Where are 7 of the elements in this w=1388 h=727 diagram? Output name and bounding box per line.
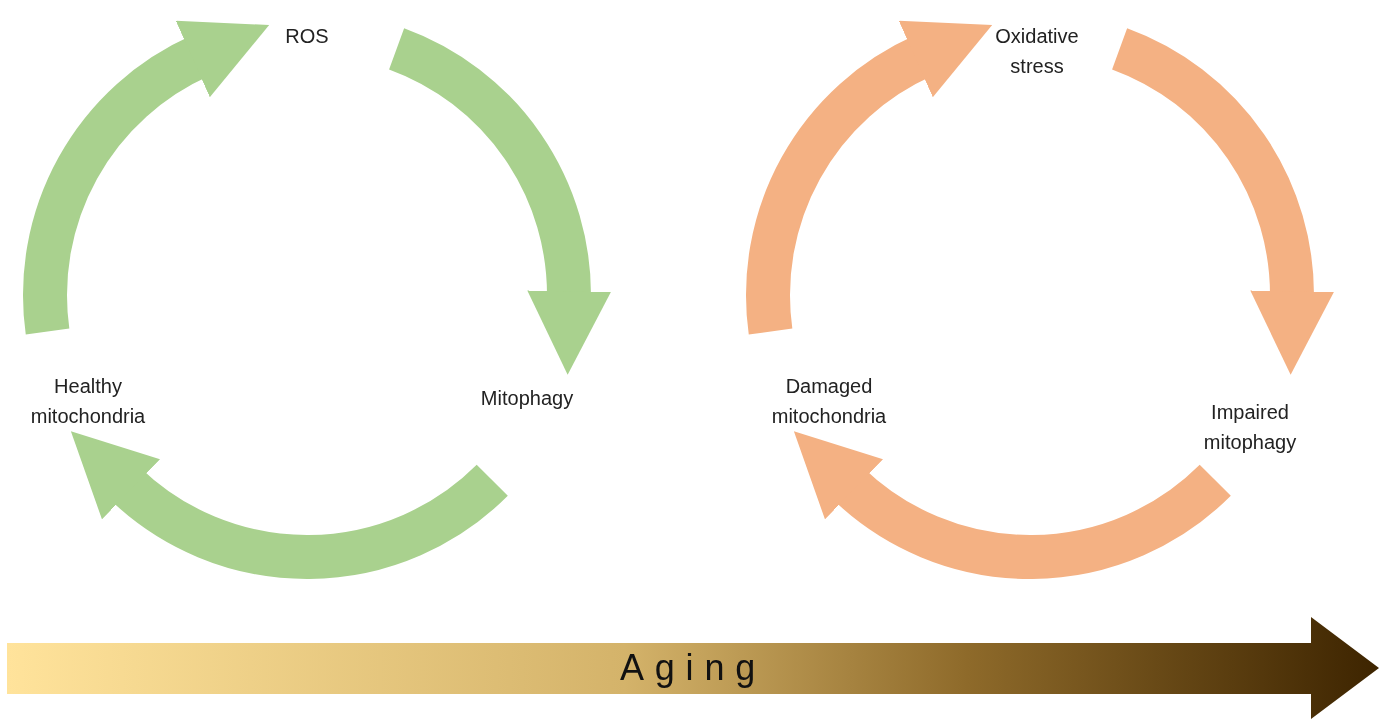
node-label: Damaged mitochondria — [770, 374, 888, 429]
node-label: Mitophagy — [479, 386, 575, 411]
node-label: ROS — [284, 24, 330, 49]
arrow-label: Aging — [619, 646, 767, 690]
node-label: Impaired mitophagy — [1202, 400, 1298, 455]
node-label: Healthy mitochondria — [29, 374, 147, 429]
node-label: Oxidative stress — [994, 24, 1080, 79]
